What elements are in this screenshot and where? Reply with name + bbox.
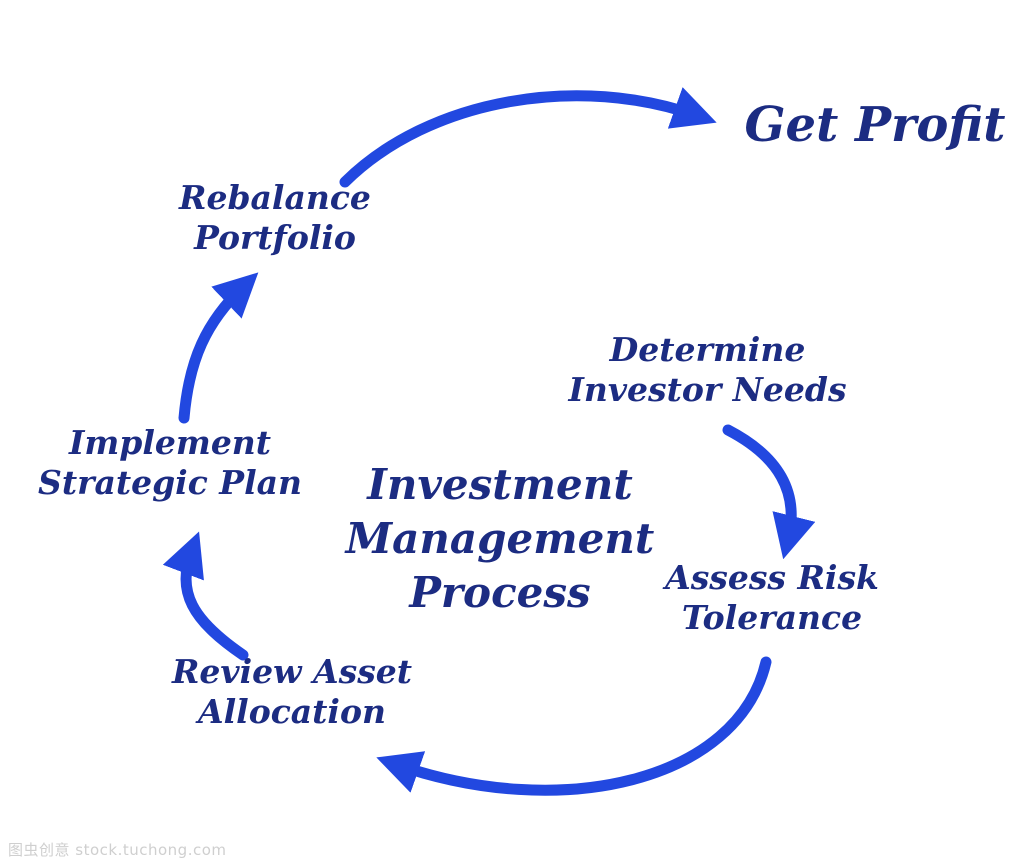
node-review-line1: Review Asset [171,652,413,691]
diagram-title-line3: Process [409,567,591,617]
node-assess-line1: Assess Risk [665,558,879,597]
node-determine-line1: Determine [609,330,806,369]
diagram-title-line1: Investment [367,460,633,509]
node-implement-strategic-plan: Implement Strategic Plan [20,423,320,504]
node-rebalance-line2: Portfolio [194,218,356,258]
node-rebalance-line1: Rebalance [179,178,371,217]
node-determine-investor-needs: Determine Investor Needs [560,330,855,411]
diagram-title: Investment Management Process [325,458,675,619]
node-rebalance-portfolio: Rebalance Portfolio [160,178,390,259]
node-review-line2: Allocation [198,692,386,732]
stock-watermark: 图虫创意 stock.tuchong.com [8,841,227,859]
node-assess-line2: Tolerance [681,598,863,638]
diagram-title-line2: Management [345,513,655,563]
arrow-rebalance-to-profit [339,87,717,188]
arrow-determine-to-assess [722,424,816,560]
node-get-profit-label: Get Profit [744,97,1006,153]
arrow-review-to-implement [162,531,249,661]
node-determine-line2: Investor Needs [568,370,847,410]
node-get-profit: Get Profit [740,96,1010,155]
arrow-assess-to-review [376,656,772,796]
node-implement-line2: Strategic Plan [38,463,302,503]
node-implement-line1: Implement [68,423,272,462]
node-review-asset-allocation: Review Asset Allocation [158,652,426,733]
arrow-implement-to-rebalance [178,272,259,424]
node-assess-risk-tolerance: Assess Risk Tolerance [638,558,906,639]
